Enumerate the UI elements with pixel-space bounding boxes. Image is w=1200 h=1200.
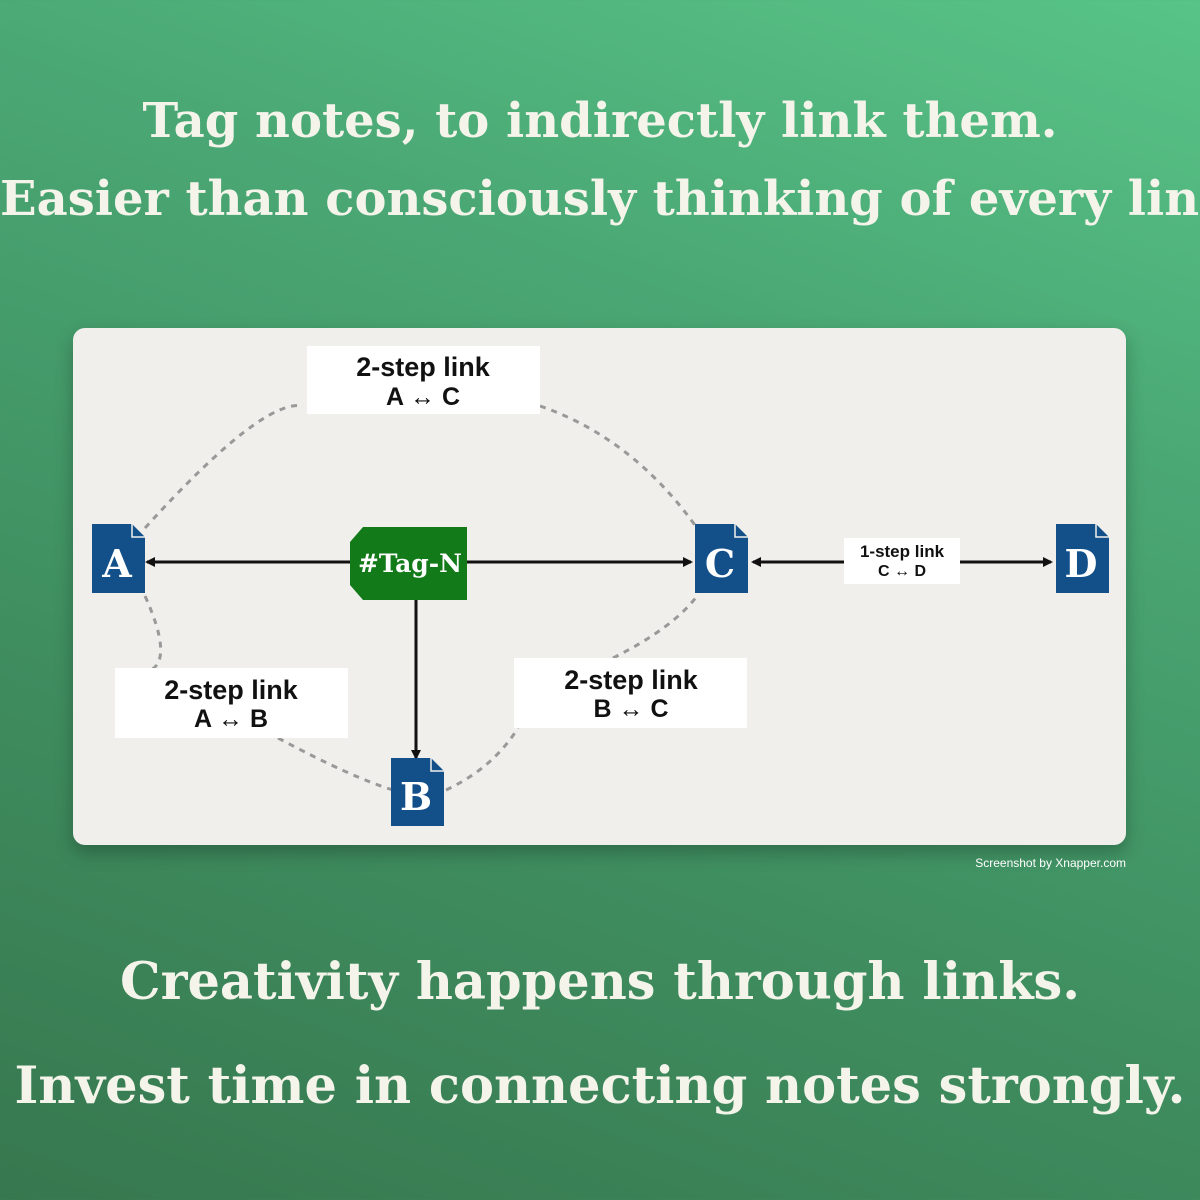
link-a-c-pair: A ↔ C [386,383,460,411]
link-a-b-title: 2-step link [164,675,299,705]
tag-label: #Tag-N [358,549,462,578]
link-label-c-d: 1-step link C ↔ D [844,538,960,584]
dashed-link-a-b [143,595,394,792]
link-a-b-pair: A ↔ B [194,705,268,733]
tag-node: #Tag-N [350,527,467,600]
note-b: B [391,758,444,826]
note-c-label: C [705,541,735,586]
note-a-label: A [101,541,132,586]
headline: Tag notes, to indirectly link them. Easi… [0,82,1200,238]
dashed-link-a-c [143,404,699,530]
diagram-card: A C D B #Tag-N 2-step link A ↔ C [73,328,1126,845]
link-label-b-c: 2-step link B ↔ C [514,658,747,728]
note-c: C [695,524,748,593]
link-b-c-pair: B ↔ C [594,695,669,723]
link-c-d-pair: C ↔ D [878,563,926,580]
note-a: A [92,524,145,593]
headline-line-1: Tag notes, to indirectly link them. [142,93,1058,149]
link-label-a-b: 2-step link A ↔ B [115,668,348,738]
closing-line-2: Invest time in connecting notes strongly… [14,1056,1186,1116]
dashed-link-b-c [445,595,699,792]
note-d-label: D [1065,541,1098,586]
diagram: A C D B #Tag-N 2-step link A ↔ C [92,346,1109,826]
note-b-label: B [400,774,432,819]
link-c-d-title: 1-step link [860,542,945,561]
closing: Creativity happens through links. Invest… [0,930,1200,1138]
link-b-c-title: 2-step link [564,665,699,695]
link-label-a-c: 2-step link A ↔ C [307,346,540,414]
screenshot-credit: Screenshot by Xnapper.com [975,856,1126,870]
headline-line-2: Easier than consciously thinking of ever… [0,171,1200,227]
link-a-c-title: 2-step link [356,352,491,382]
closing-line-1: Creativity happens through links. [119,952,1080,1012]
note-d: D [1056,524,1109,593]
